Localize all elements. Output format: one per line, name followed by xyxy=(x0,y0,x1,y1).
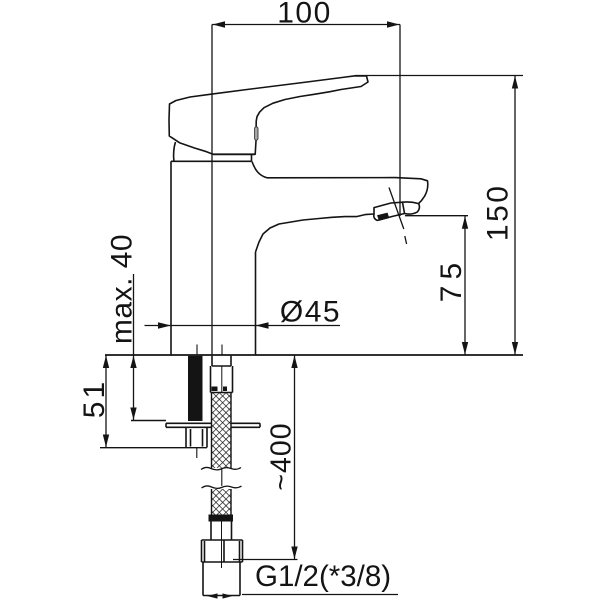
svg-text:150: 150 xyxy=(482,184,515,242)
svg-text:75: 75 xyxy=(435,257,468,302)
svg-text:100: 100 xyxy=(277,0,332,30)
svg-text:51: 51 xyxy=(78,379,111,418)
svg-text:Ø45: Ø45 xyxy=(280,296,341,329)
svg-text:G1/2(*3/8): G1/2(*3/8) xyxy=(255,560,391,593)
svg-text:max. 40: max. 40 xyxy=(106,234,139,344)
svg-text:~400: ~400 xyxy=(266,422,298,490)
